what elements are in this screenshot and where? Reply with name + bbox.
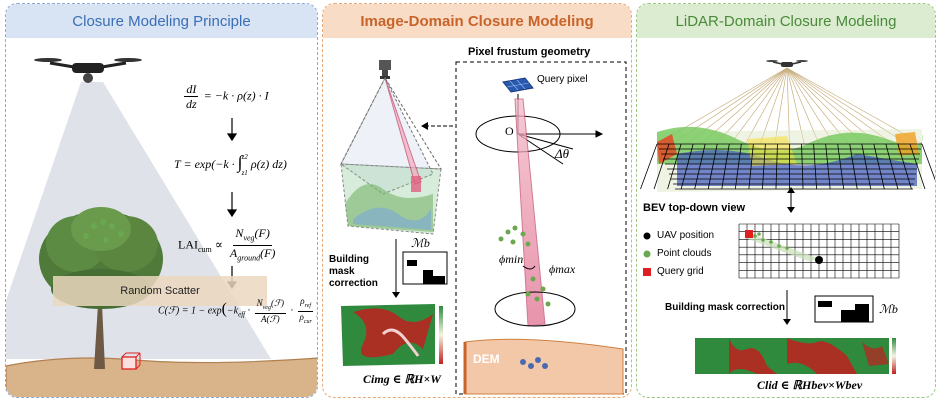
phi-min-label: ϕmin <box>499 252 524 266</box>
scene-grid-col <box>734 143 742 190</box>
lidar-domain-panel-title: LiDAR-Domain Closure Modeling <box>637 4 935 38</box>
frustum-box <box>455 61 627 395</box>
bev-points <box>753 232 789 250</box>
tree-trunk <box>94 304 105 369</box>
legend-uav-label: UAV position <box>657 230 715 241</box>
origin-label: O <box>505 124 514 138</box>
equation-lai: LAIcum ∝ Nveg(F)Aground(F) <box>178 226 276 263</box>
scene-grid-col <box>873 143 885 190</box>
scene-grid-col <box>885 143 899 190</box>
scene-grid-col <box>640 143 658 190</box>
camera-icon <box>379 60 391 79</box>
query-voxel-icon <box>121 352 141 370</box>
drone-icon <box>34 58 142 83</box>
legend-uav-marker <box>643 232 651 240</box>
scene-grid-col <box>653 143 670 190</box>
principle-illustration <box>6 58 317 397</box>
scene-grid-col <box>721 143 730 190</box>
legend-query-marker <box>643 268 651 276</box>
lidar-building-mask-label: Building mask correction <box>665 302 786 313</box>
mask-symbol: ℳb <box>411 236 430 250</box>
bev-grid <box>738 223 900 279</box>
building-mask-icon <box>402 251 448 285</box>
principle-panel: Closure Modeling Principle <box>5 3 318 398</box>
lidar-mask-arrow <box>783 290 791 325</box>
scene-grid-col <box>849 143 858 190</box>
bev-arrow <box>787 187 795 213</box>
image-domain-illustration <box>340 60 627 395</box>
scatter-leaves <box>83 219 124 243</box>
lower-orbit <box>494 291 576 327</box>
c-lid-label: Clid ∈ ℝHbev×Wbev <box>757 378 863 392</box>
random-scatter-label: Random Scatter <box>53 276 267 306</box>
scene-grid-col <box>775 143 778 190</box>
phi-max-label: ϕmax <box>549 262 576 276</box>
point-cloud-dots <box>498 225 551 307</box>
scene-grid <box>640 143 935 190</box>
scene-grid-col <box>909 143 926 190</box>
integral-lower: z1 <box>241 169 248 178</box>
camera-frustum <box>340 76 442 235</box>
scene-grid-col <box>680 143 694 190</box>
query-pixel-icon <box>502 77 534 93</box>
scene-grid-col <box>897 143 912 190</box>
bev-label: BEV top-down view <box>643 202 746 214</box>
image-closure-map <box>341 304 443 366</box>
scene-grid-col <box>748 143 754 190</box>
image-domain-panel: Image-Domain Closure Modeling <box>322 3 632 398</box>
frustum-title: Pixel frustum geometry <box>468 46 591 58</box>
ground-terrain <box>6 357 317 397</box>
scene-grid-col <box>813 143 817 190</box>
dem-label: DEM <box>473 352 500 366</box>
legend-points-marker <box>643 250 651 258</box>
frustum-arrow <box>421 122 453 130</box>
principle-panel-title: Closure Modeling Principle <box>6 4 317 38</box>
scene-grid-col <box>801 143 804 190</box>
mask-arrow <box>392 239 400 298</box>
delta-theta-label: Δθ <box>555 146 570 161</box>
scene-grid-col <box>762 143 766 190</box>
scene-grid-col <box>694 143 706 190</box>
scene-grid-col <box>667 143 682 190</box>
dem-hits <box>520 357 548 369</box>
c-img-label: Cimg ∈ ℝH×W <box>363 372 441 386</box>
scene-grid-col <box>921 143 935 181</box>
equation-closure: C(ℱ) = 1 − exp(−keff · Nveg(ℱ)A(ℱ) · ρre… <box>158 296 317 325</box>
phi-arc <box>522 265 536 270</box>
lidar-drone-icon <box>766 60 808 67</box>
scene-grid-col <box>861 143 872 190</box>
legend-query-label: Query grid <box>657 266 704 277</box>
building-mask-label: Building mask correction <box>329 254 378 289</box>
query-pixel-label: Query pixel <box>537 74 588 85</box>
scene-grid-col <box>837 143 845 190</box>
scene-grid-col <box>825 143 831 190</box>
query-column <box>411 176 421 192</box>
pixel-ray-frustum <box>514 98 546 327</box>
lidar-domain-panel: LiDAR-Domain Closure Modeling <box>636 3 936 398</box>
lidar-domain-illustration <box>640 60 935 374</box>
image-domain-panel-title: Image-Domain Closure Modeling <box>323 4 631 38</box>
legend-points-label: Point clouds <box>657 248 712 259</box>
scene-grid-col <box>707 143 718 190</box>
lidar-building-mask-icon <box>814 295 874 323</box>
bev-query-grid <box>745 230 753 238</box>
bev-uav-position <box>815 256 823 264</box>
integral-upper: z2 <box>241 153 248 162</box>
lidar-closure-map <box>695 338 896 374</box>
lidar-mask-symbol: ℳb <box>879 302 898 316</box>
